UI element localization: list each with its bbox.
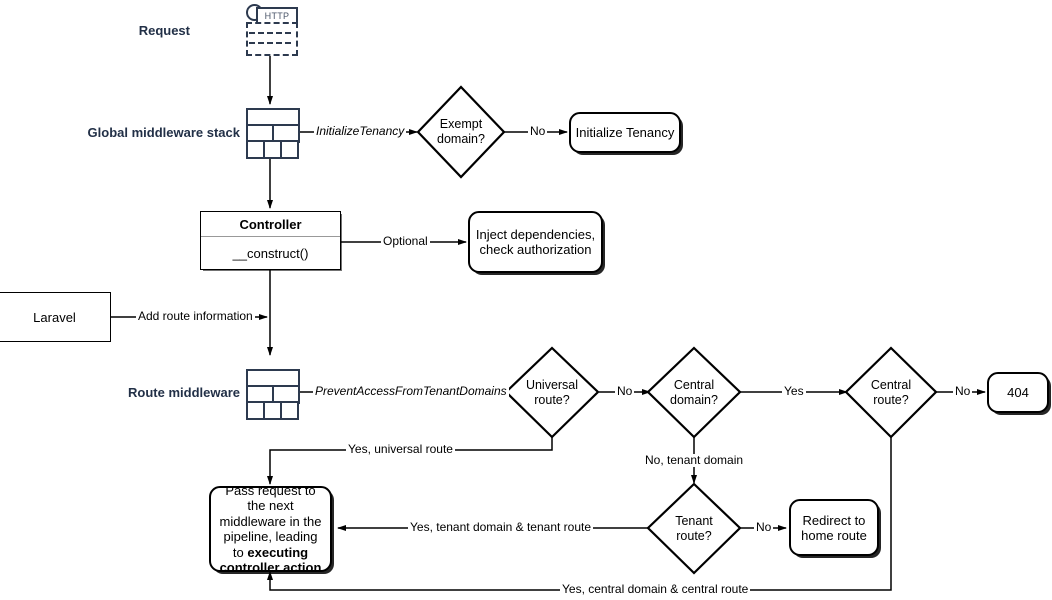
node-redirect-home-label: Redirect to home route [801,512,867,543]
decision-universal-route-label: Universal route? [525,378,579,407]
node-inject-dependencies-label: Inject dependencies, check authorization [475,227,596,257]
node-controller-title: Controller [201,212,340,237]
edge-label-universal-no: No [615,384,635,398]
global-middleware-stack-label: Global middleware stack [87,125,240,140]
node-controller-method: __construct() [232,245,309,261]
edge-label-tenant-route-yes: Yes, tenant domain & tenant route [408,520,594,534]
node-pass-request-label: Pass request to the next middleware in t… [217,483,324,576]
decision-tenant-route[interactable]: Tenant route? [648,484,740,574]
http-body-line-2 [249,42,291,44]
edge-label-central-route-no: No [953,384,973,398]
node-laravel-label: Laravel [33,309,76,325]
edge-label-central-route-yes: Yes, central domain & central route [560,582,751,596]
edge-label-universal-yes: Yes, universal route [346,442,455,456]
node-pass-request-text-bold: executing controller action [219,544,322,576]
route-middleware-label: Route middleware [128,385,240,400]
edge-label-add-route-information: Add route information [136,309,255,323]
http-body-line-1 [249,32,291,34]
edge-label-tenant-route-no: No [754,520,774,534]
route-middleware-stack-icon [246,369,300,420]
node-inject-dependencies[interactable]: Inject dependencies, check authorization [468,211,603,273]
stack-cell-third-3 [280,140,299,159]
edge-label-central-domain-no: No, tenant domain [643,453,746,467]
decision-central-domain-label: Central domain? [670,378,718,407]
node-initialize-tenancy-label: Initialize Tenancy [575,125,675,140]
node-pass-request-text-normal: Pass request to the next middleware in t… [219,482,322,560]
edge-label-exempt-no: No [528,124,548,138]
edge-label-optional: Optional [381,234,430,248]
edge-label-initialize-tenancy: InitializeTenancy [314,124,407,138]
decision-tenant-route-label: Tenant route? [675,514,713,543]
node-redirect-home[interactable]: Redirect to home route [789,499,879,556]
node-404[interactable]: 404 [987,372,1049,413]
http-body-box [246,22,298,56]
decision-exempt-domain[interactable]: Exempt domain? [418,87,504,177]
decision-central-route[interactable]: Central route? [846,348,936,438]
node-initialize-tenancy[interactable]: Initialize Tenancy [569,112,681,153]
edge-label-prevent-access: PreventAccessFromTenantDomains [313,384,509,398]
decision-exempt-domain-label: Exempt domain? [437,117,485,146]
middleware-stack-icon [246,108,300,159]
http-request-icon: HTTP [246,4,298,56]
request-label: Request [138,23,190,38]
decision-universal-route[interactable]: Universal route? [506,348,598,438]
decision-central-route-label: Central route? [870,378,912,407]
edge-label-central-domain-yes: Yes [782,384,806,398]
node-404-label: 404 [1007,385,1029,400]
stack-cell-third-3 [280,401,299,420]
node-laravel[interactable]: Laravel [0,292,111,342]
decision-central-domain[interactable]: Central domain? [648,348,740,438]
node-controller[interactable]: Controller __construct() [200,211,341,270]
node-pass-request[interactable]: Pass request to the next middleware in t… [209,483,332,575]
